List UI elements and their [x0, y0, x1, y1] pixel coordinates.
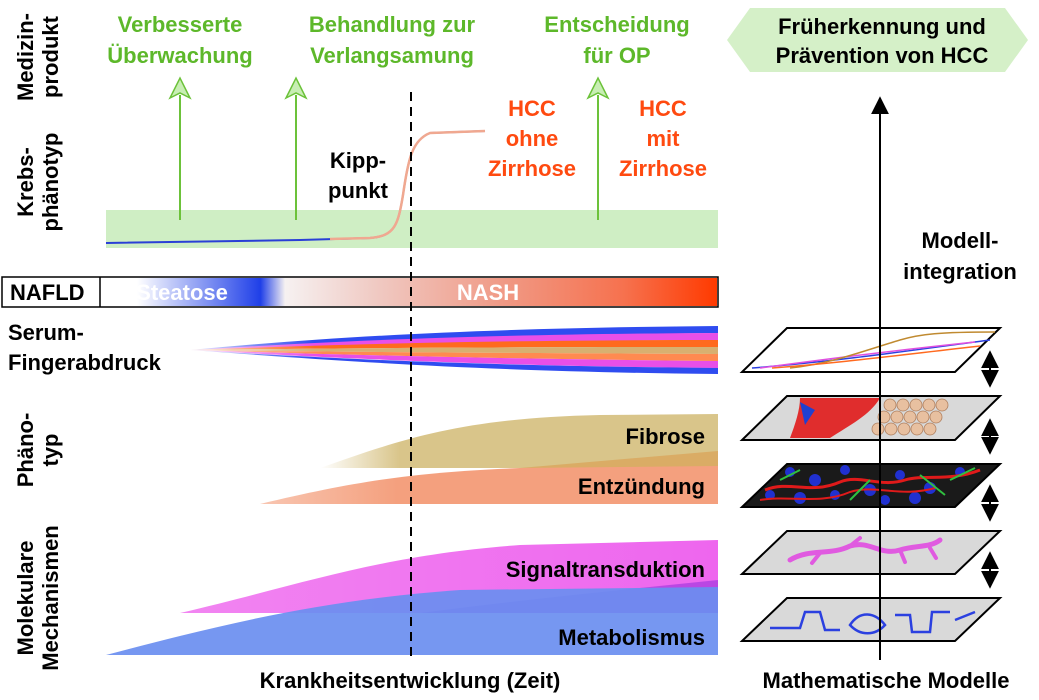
application-treatment: Behandlung zur Verlangsamung — [309, 12, 476, 68]
tipping-point-line2: punkt — [328, 178, 389, 203]
row-label-medizinprodukt-line1: Medizin- — [13, 13, 38, 101]
model-layer-tissue — [739, 395, 1003, 441]
model-layer-pathway — [739, 597, 1003, 642]
model-layer-network — [739, 530, 1003, 575]
row-label-phaenotyp-line2: typ — [38, 434, 63, 467]
hcc-with-cirrhosis-line3: Zirrhose — [619, 156, 707, 181]
serum-fingerprint-wedge — [180, 320, 718, 380]
hcc-with-cirrhosis-line1: HCC — [639, 96, 687, 121]
application-surgery-line2: für OP — [583, 43, 650, 68]
steatosis-label: Steatose — [136, 280, 228, 305]
green-arrow-treatment — [284, 76, 308, 220]
row-label-krebsphaenotyp-line1: Krebs- — [13, 147, 38, 217]
application-monitoring-line1: Verbesserte — [118, 12, 243, 37]
green-arrow-surgery — [586, 76, 610, 220]
inflammation-label: Entzündung — [578, 474, 705, 499]
hcc-without-cirrhosis-line2: ohne — [506, 126, 559, 151]
row-label-molekular-line2: Mechanismen — [38, 525, 63, 671]
application-surgery: Entscheidung für OP — [544, 12, 689, 68]
application-monitoring-line2: Überwachung — [107, 43, 252, 68]
inflammation-band — [260, 466, 718, 504]
nafld-gradient-bar — [100, 278, 717, 306]
nafld-label: NAFLD — [10, 280, 85, 305]
row-label-serum-line1: Serum- — [8, 320, 84, 345]
green-arrow-monitoring — [168, 76, 192, 220]
application-surgery-line1: Entscheidung — [544, 12, 689, 37]
nash-label: NASH — [457, 280, 519, 305]
model-integration-line1: Modell- — [922, 228, 999, 253]
fibrosis-band — [320, 414, 718, 468]
goal-line2: Prävention von HCC — [776, 43, 989, 68]
model-integration-line2: integration — [903, 259, 1017, 284]
metabolism-label: Metabolismus — [558, 625, 705, 650]
tipping-point-line1: Kipp- — [330, 148, 386, 173]
row-label-phaenotyp: Phäno- typ — [13, 413, 63, 488]
goal-hexagon — [727, 8, 1028, 72]
row-label-serum-line2: Fingerabdruck — [8, 350, 162, 375]
row-label-molekular-line1: Molekulare — [13, 541, 38, 656]
hcc-without-cirrhosis: HCC ohne Zirrhose — [488, 96, 576, 181]
application-monitoring: Verbesserte Überwachung — [107, 12, 252, 68]
model-layer-cells — [739, 463, 1003, 508]
row-label-krebsphaenotyp-line2: phänotyp — [38, 133, 63, 232]
row-label-medizinprodukt: Medizin- produkt — [13, 13, 63, 101]
progression-curve-orange — [329, 129, 486, 241]
goal-line1: Früherkennung und — [778, 14, 986, 39]
row-label-phaenotyp-line1: Phäno- — [13, 413, 38, 488]
fibrosis-overlap — [520, 451, 718, 468]
row-label-molekular: Molekulare Mechanismen — [13, 525, 63, 671]
x-axis-label: Krankheitsentwicklung (Zeit) — [260, 668, 561, 693]
application-treatment-line2: Verlangsamung — [310, 43, 474, 68]
hcc-with-cirrhosis: HCC mit Zirrhose — [619, 96, 707, 181]
hcc-with-cirrhosis-line2: mit — [647, 126, 681, 151]
hcc-without-cirrhosis-line3: Zirrhose — [488, 156, 576, 181]
signaling-label: Signaltransduktion — [506, 557, 705, 582]
row-label-serum: Serum- Fingerabdruck — [8, 320, 162, 375]
models-label: Mathematische Modelle — [763, 668, 1010, 693]
application-treatment-line1: Behandlung zur — [309, 12, 476, 37]
row-label-krebsphaenotyp: Krebs- phänotyp — [13, 133, 63, 232]
hcc-without-cirrhosis-line1: HCC — [508, 96, 556, 121]
model-layer-curves — [739, 327, 1003, 373]
fibrosis-label: Fibrose — [626, 424, 705, 449]
row-label-medizinprodukt-line2: produkt — [38, 15, 63, 98]
